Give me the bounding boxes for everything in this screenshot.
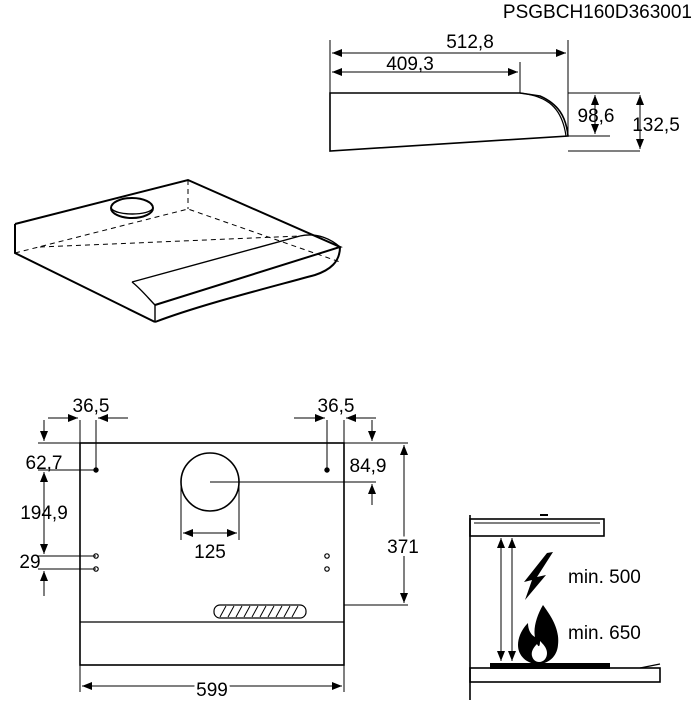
- label-right-hole-offset-x: 36,5: [318, 396, 355, 417]
- bottom-view: [38, 414, 408, 692]
- model-code: PSGBCH160D363001: [503, 2, 692, 23]
- label-right-hole-offset-y: 84,9: [350, 456, 387, 477]
- label-front-height: 98,6: [578, 106, 615, 127]
- label-body-depth: 409,3: [386, 54, 434, 75]
- label-left-hole-offset-y: 62,7: [26, 453, 63, 474]
- side-view: [329, 40, 644, 152]
- grille: [213, 604, 307, 619]
- side-profile: [329, 92, 569, 152]
- flame-icon: [518, 605, 559, 664]
- isometric-view: [14, 178, 343, 323]
- hood-bar: [469, 518, 605, 537]
- label-depth: 371: [387, 537, 419, 558]
- hob-bar: [469, 667, 661, 683]
- label-lower-hole-spacing: 29: [19, 552, 40, 573]
- lightning-icon: [524, 552, 553, 600]
- label-total-depth: 512,8: [446, 32, 494, 53]
- label-duct-diameter: 125: [194, 542, 226, 563]
- label-electric: min. 500: [568, 567, 641, 588]
- duct-opening: [110, 197, 154, 219]
- label-width: 599: [196, 680, 228, 700]
- label-gas: min. 650: [568, 623, 641, 644]
- screw-hole: [324, 553, 330, 559]
- screw-hole: [324, 566, 330, 572]
- label-total-height: 132,5: [632, 115, 680, 136]
- installation-view: [469, 514, 661, 700]
- hood-outline: [79, 442, 345, 666]
- label-left-hole-offset-x: 36,5: [73, 396, 110, 417]
- label-hole-spacing-y: 194,9: [20, 503, 68, 524]
